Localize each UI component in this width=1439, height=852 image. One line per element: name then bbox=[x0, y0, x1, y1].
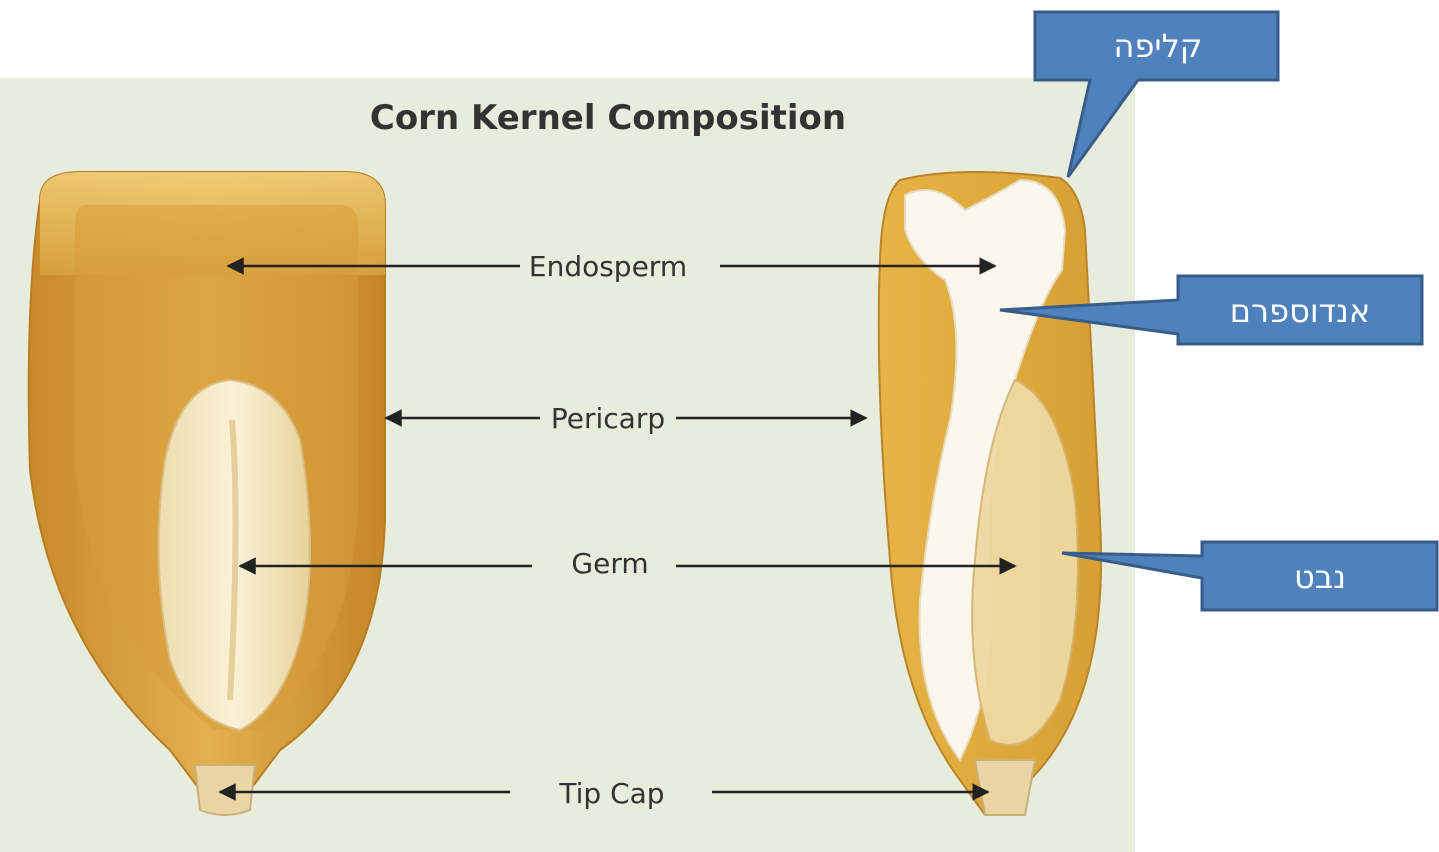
label-tip-cap: Tip Cap bbox=[558, 777, 664, 810]
callout-endosperm-text: אנדוספרם bbox=[1230, 292, 1370, 330]
left-kernel-tip-cap bbox=[195, 765, 255, 815]
diagram-title: Corn Kernel Composition bbox=[370, 98, 846, 138]
label-pericarp: Pericarp bbox=[551, 402, 665, 435]
label-germ: Germ bbox=[571, 547, 648, 580]
callout-hull-text: קליפה bbox=[1114, 27, 1203, 65]
right-kernel-tip-cap bbox=[975, 760, 1035, 815]
callout-germ-text: נבט bbox=[1294, 558, 1346, 596]
label-endosperm: Endosperm bbox=[529, 250, 687, 283]
